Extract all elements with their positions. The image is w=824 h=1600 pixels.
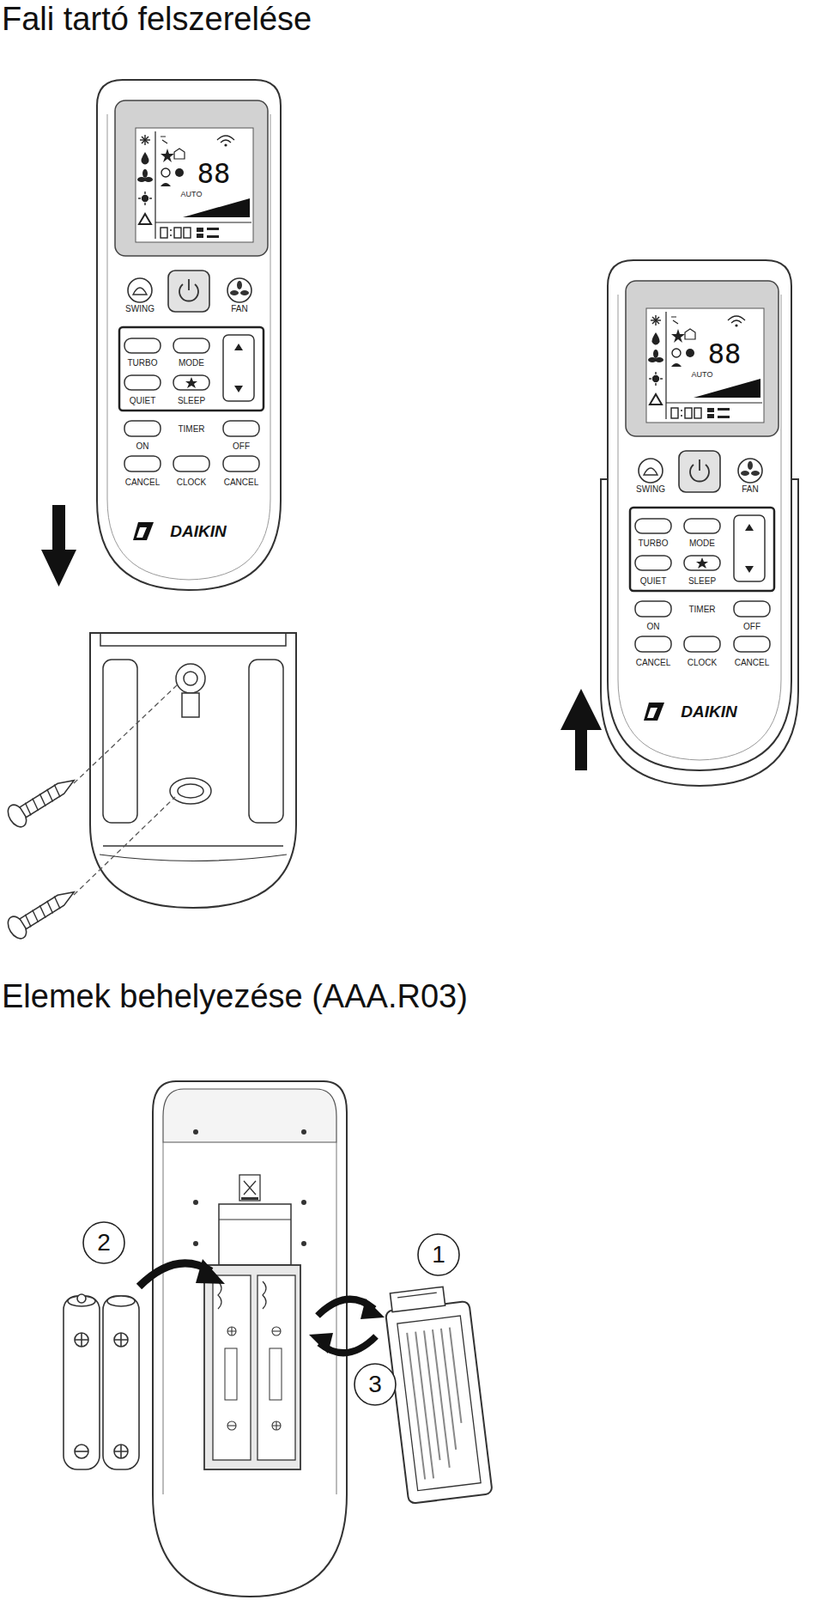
button-label: CANCEL [125,477,161,487]
screw [4,881,81,942]
callout-circle [418,1233,460,1275]
button-label: FAN [741,484,758,494]
wall-holder [90,632,297,908]
up-arrow [560,688,602,770]
button-label: FAN [230,303,248,314]
brand-logo: DAIKIN [169,522,226,541]
button-label: TURBO [127,357,158,368]
remote-front [607,260,792,770]
button-label: CLOCK [176,477,206,487]
button-label: OFF [743,621,761,631]
button-label: TIMER [688,604,715,614]
lcd-digits: 88 [708,339,742,370]
button-label: SLEEP [177,395,206,406]
button-label: CANCEL [224,477,260,487]
remote-back [152,1080,347,1596]
button-label: SLEEP [688,575,716,586]
lcd-text: AUTO [691,370,714,380]
battery-cover [383,1283,493,1503]
brand-logo: DAIKIN [680,702,737,721]
lcd-digits: 88 [197,158,231,189]
button-label: QUIET [129,395,157,406]
button-label: TURBO [638,538,669,548]
button-label: SWING [125,303,155,314]
button-label: CLOCK [687,657,717,667]
button-label: CANCEL [636,657,672,667]
callout-circle [354,1363,396,1405]
button-label: MODE [689,538,715,548]
button-label: SWING [636,484,666,494]
button-label: QUIET [640,575,667,586]
aaa-batteries [63,1293,140,1469]
page-heading: Fali tartó felszerelése [1,1,312,38]
button-label: ON [647,621,661,631]
button-label: OFF [232,441,250,451]
callout-number: 1 [431,1241,446,1268]
callout-number: 3 [368,1370,382,1398]
button-label: ON [136,441,150,451]
button-label: TIMER [177,424,205,434]
callout-number: 2 [96,1229,111,1256]
down-arrow [41,504,77,587]
remote-front [96,79,281,590]
lcd-text: AUTO [181,190,203,200]
screw [4,769,81,831]
callout-circle [83,1221,125,1263]
button-label: MODE [178,357,205,368]
button-label: CANCEL [734,657,770,667]
section-heading: Elemek behelyezése (AAA.R03) [1,978,468,1015]
